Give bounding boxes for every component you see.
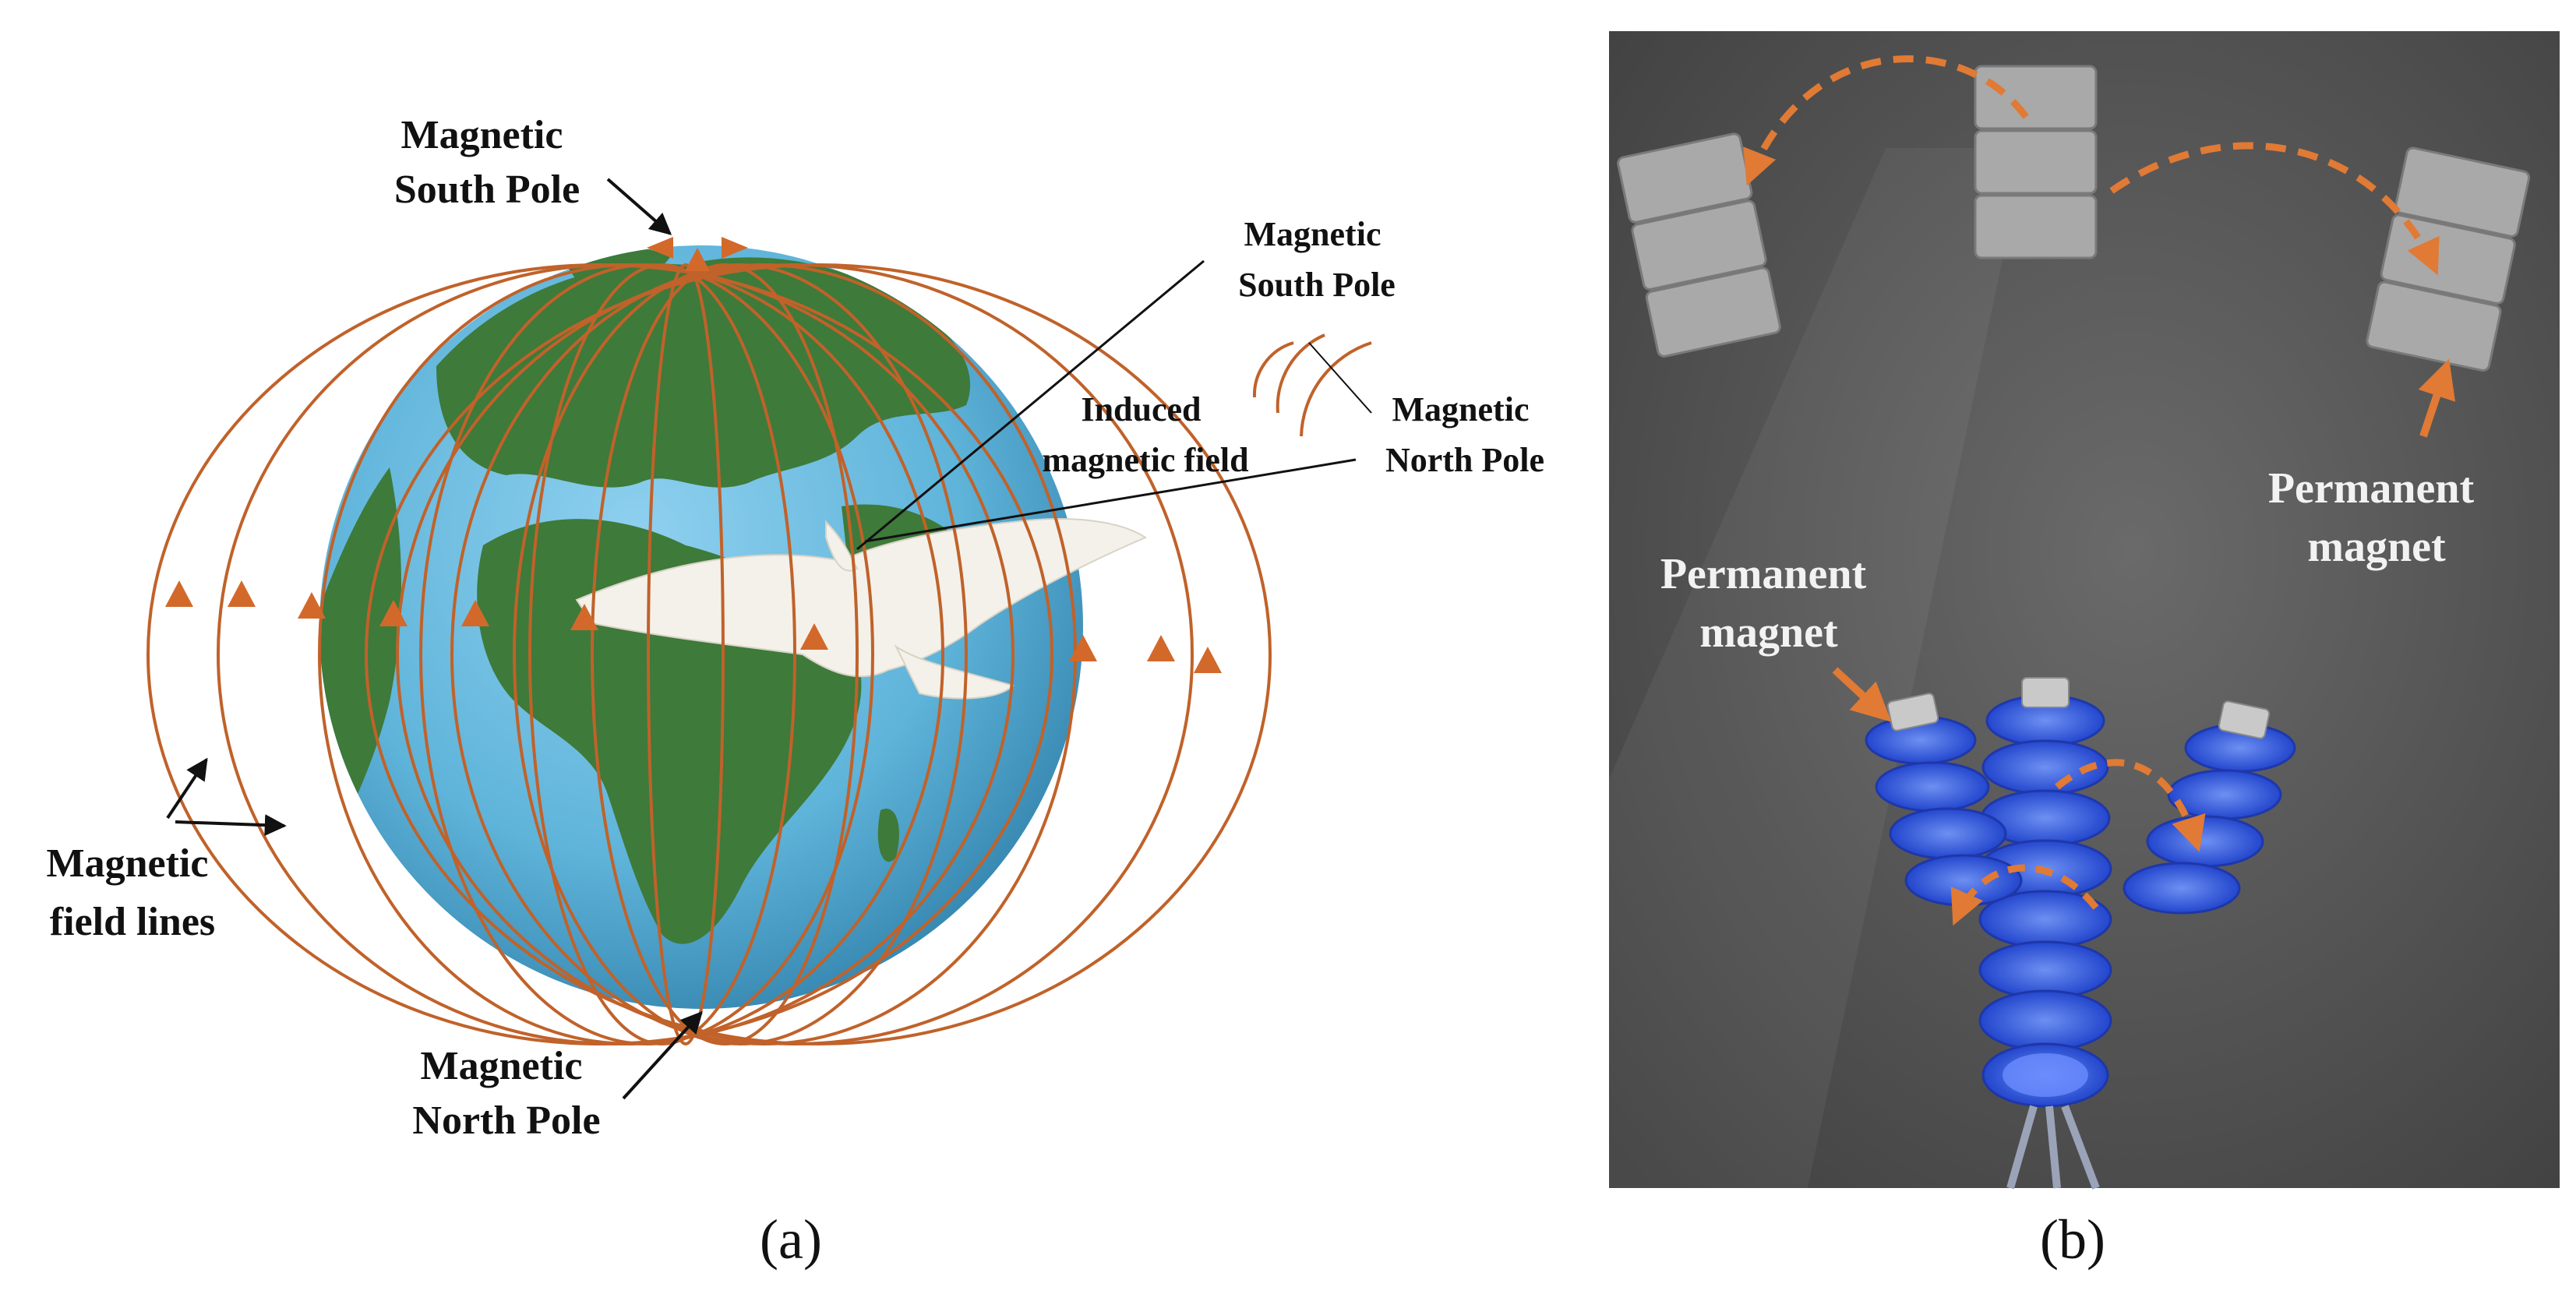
north-pole-pointer: [622, 1010, 703, 1100]
tip-magnets: [1886, 677, 2271, 739]
caption-b: (b): [2040, 1208, 2105, 1271]
field-lines-label: Magnetic field lines: [47, 841, 219, 944]
rotation-arrow-left-arm: [1950, 864, 2099, 926]
magnet-stack-center: [1974, 65, 2098, 259]
earth-globe: [319, 245, 1148, 1009]
robot-tubes: [2006, 1105, 2100, 1190]
induced-field-arcs: [1252, 333, 1372, 437]
robot-glow: [2003, 1053, 2088, 1097]
light-beam: [1609, 148, 2026, 1188]
rotation-arrow-right-arm: [2055, 759, 2206, 852]
field-lines-pointer-2: [175, 814, 287, 837]
left-magnet-pointer: [1832, 667, 1892, 722]
right-magnet-pointer: [2418, 358, 2456, 438]
inset-leader-north: [864, 458, 1357, 543]
north-pole-label: Magnetic North Pole: [412, 1044, 600, 1143]
permanent-magnet-left-label: Permanent magnet: [1660, 550, 1877, 657]
inset-needle: [1308, 342, 1372, 414]
panel-a: Magnetic South Pole Magnetic North Pole …: [47, 113, 1545, 1271]
inset-leader-south: [856, 259, 1205, 551]
field-line-arrowheads: [165, 237, 1222, 673]
inset-south-label: Magnetic South Pole: [1238, 215, 1396, 304]
panel-b: Permanent magnet Permanent magnet (b): [1609, 31, 2560, 1271]
field-lines-pointer-1: [166, 757, 208, 820]
caption-a: (a): [760, 1208, 822, 1271]
inset-north-label: Magnetic North Pole: [1385, 390, 1544, 479]
magnet-stack-left: [1617, 132, 1781, 358]
inset-induced-label: Induced magnetic field: [1042, 390, 1248, 479]
rotation-arrow-top-left: [1743, 55, 2029, 186]
permanent-magnet-right-label: Permanent magnet: [2268, 464, 2485, 571]
magnetic-field-lines: [146, 263, 1272, 1045]
south-pole-label: Magnetic South Pole: [394, 113, 580, 212]
south-pole-pointer: [606, 178, 672, 235]
